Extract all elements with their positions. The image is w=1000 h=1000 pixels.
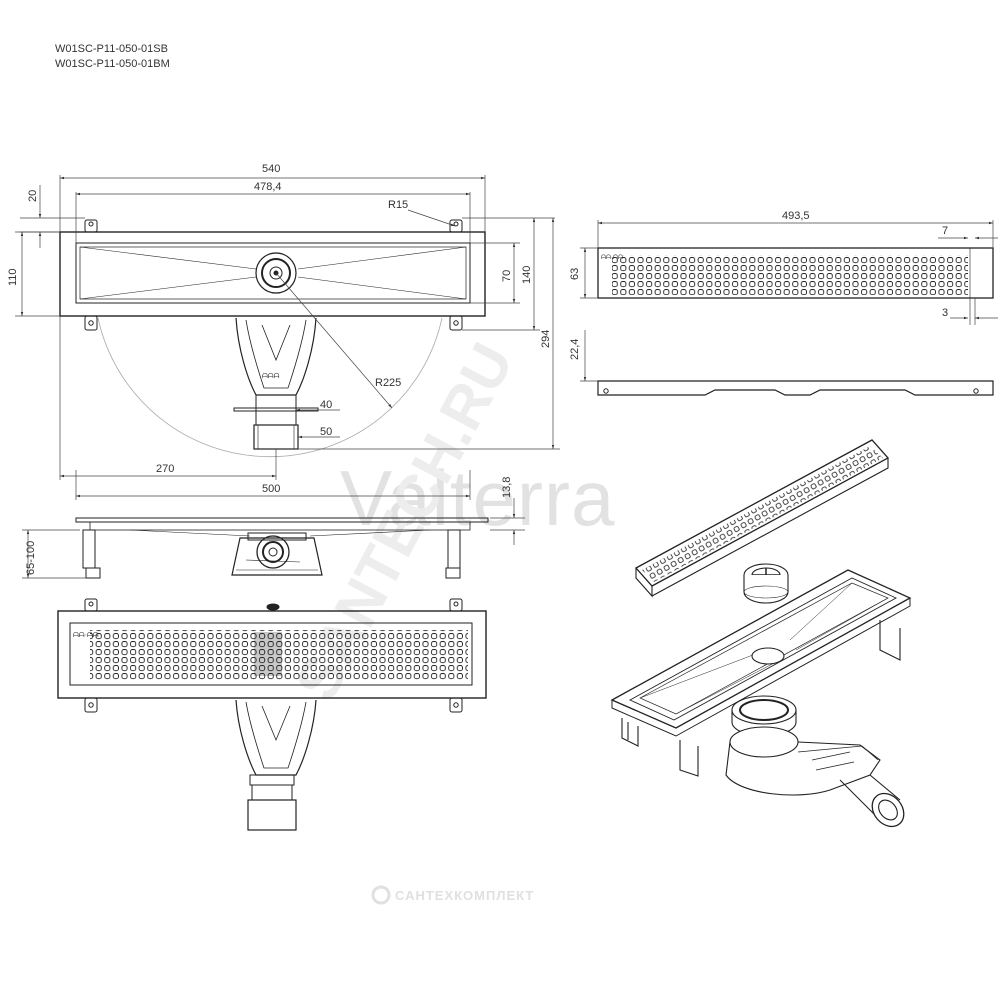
top-view-dimensions [15, 175, 560, 545]
dim-3: 3 [942, 307, 948, 319]
grate-top-view: ᗩᗩ·ᗩᗩ [57, 598, 487, 831]
product-codes: W01SC-P11-050-01SB W01SC-P11-050-01BM [55, 42, 170, 72]
grate-side [597, 380, 994, 396]
dim-270: 270 [156, 463, 174, 475]
svg-text:ᗩᗩ·ᗩᗩ: ᗩᗩ·ᗩᗩ [601, 254, 623, 261]
dim-22-4: 22,4 [569, 339, 581, 360]
grate-mark: ᗩᗩ·ᗩᗩ [73, 631, 99, 639]
dim-478: 478,4 [254, 181, 282, 193]
brand-watermark: Valterra [340, 454, 615, 542]
svg-text:ᗩᗩᗩ: ᗩᗩᗩ [262, 372, 280, 380]
dim-540: 540 [262, 163, 280, 175]
dim-63: 63 [569, 268, 581, 280]
grate-side-dimensions [580, 330, 598, 382]
top-view-labels: 540 478,4 20 110 R15 70 140 294 R225 40 … [7, 163, 552, 498]
dim-r15: R15 [388, 199, 408, 211]
top-view: ᗩᗩᗩ [59, 219, 486, 458]
isometric-view [610, 439, 912, 828]
dim-110: 110 [7, 268, 19, 286]
dim-40: 40 [320, 399, 332, 411]
dim-294: 294 [540, 330, 552, 348]
product-code-1: W01SC-P11-050-01SB [55, 43, 168, 55]
footer-logo-icon [371, 885, 391, 905]
grate-plan: ᗩᗩ·ᗩᗩ [597, 247, 994, 299]
footer-watermark: САНТЕХКОМПЛЕКТ [395, 888, 534, 903]
dim-500: 500 [262, 483, 280, 495]
dim-65-100: 65-100 [25, 541, 37, 575]
side-view-dimensions [22, 529, 86, 579]
dim-13-8: 13,8 [501, 477, 513, 498]
dim-20: 20 [27, 190, 39, 202]
dim-70: 70 [501, 270, 513, 282]
dim-50: 50 [320, 426, 332, 438]
dim-r225: R225 [375, 377, 401, 389]
side-view [75, 517, 489, 579]
grate-plan-dimensions [580, 220, 998, 325]
dim-7: 7 [942, 225, 948, 237]
watermarks: Valterra SANTECH.RU САНТЕХКОМПЛЕКТ [282, 332, 615, 905]
dim-140: 140 [521, 266, 533, 284]
product-code-2: W01SC-P11-050-01BM [55, 58, 170, 70]
dim-493-5: 493,5 [782, 210, 810, 222]
